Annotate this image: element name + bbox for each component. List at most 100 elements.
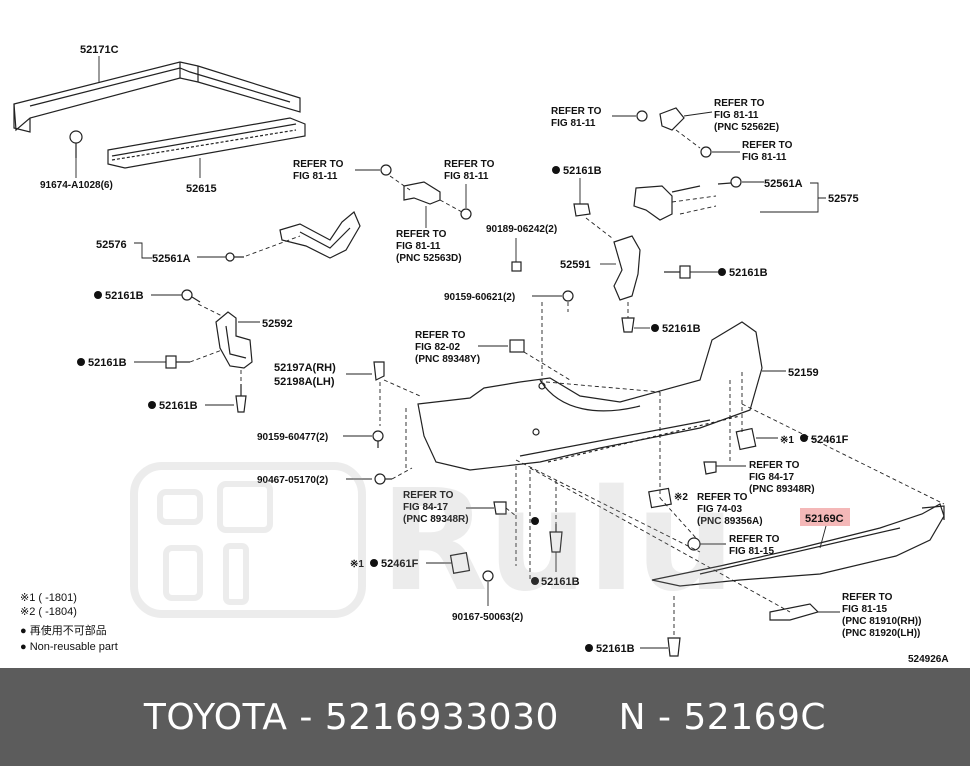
clip-ref-r5[interactable] bbox=[380, 164, 392, 176]
svg-text:FIG 81-11: FIG 81-11 bbox=[396, 241, 441, 252]
svg-text:(PNC 52563D): (PNC 52563D) bbox=[396, 253, 462, 264]
reflector[interactable] bbox=[769, 603, 820, 621]
clip-52161b-b2[interactable] bbox=[667, 637, 681, 657]
label-90467: 90467-05170(2) bbox=[257, 475, 328, 486]
nonreusable-dot bbox=[77, 358, 85, 366]
parts-diagram: 52171C 91674-A1028(6) 52615 52576 52561A… bbox=[13, 44, 949, 665]
clip-ref-r1[interactable] bbox=[636, 110, 648, 122]
clip-52161b-l3[interactable] bbox=[235, 384, 247, 413]
svg-text:(PNC 52562E): (PNC 52562E) bbox=[714, 122, 779, 133]
refer-block-r5: REFER TO FIG 81-11 bbox=[293, 159, 344, 182]
refer-block-r3: REFER TO FIG 81-11 bbox=[742, 140, 793, 163]
nonreusable-dot bbox=[531, 517, 539, 525]
bracket-52197a[interactable] bbox=[373, 361, 385, 381]
svg-text:REFER TO: REFER TO bbox=[396, 229, 447, 240]
bracket-ref-r2[interactable] bbox=[659, 107, 685, 131]
bolt-ref-r3[interactable] bbox=[700, 146, 712, 158]
refer-block-r6: REFER TO FIG 81-11 (PNC 52563D) bbox=[396, 229, 462, 264]
label-52561a-left: 52561A bbox=[152, 253, 191, 265]
retainer-52592[interactable] bbox=[215, 311, 253, 369]
refer-block-r7: REFER TO FIG 82-02 (PNC 89348Y) bbox=[415, 330, 480, 365]
cap-52461f-left[interactable] bbox=[449, 552, 471, 574]
svg-text:REFER TO: REFER TO bbox=[842, 592, 893, 603]
footer-bar: TOYOTA - 5216933030 N - 52169C bbox=[0, 668, 970, 766]
lower-cover-52169c[interactable] bbox=[651, 503, 945, 587]
clip-90467[interactable] bbox=[374, 473, 392, 485]
nonreusable-dot bbox=[651, 324, 659, 332]
refer-block-r9: REFER TO FIG 84-17 (PNC 89348R) bbox=[403, 490, 469, 525]
svg-text:FIG 84-17: FIG 84-17 bbox=[403, 502, 448, 513]
bracket-ref-r7[interactable] bbox=[509, 339, 525, 353]
bolt-52561a-left[interactable] bbox=[225, 252, 244, 262]
label-52161b-b1: 52161B bbox=[541, 576, 580, 588]
label-52161b-b2: 52161B bbox=[596, 643, 635, 655]
nonreusable-dot bbox=[552, 166, 560, 174]
label-52159: 52159 bbox=[788, 367, 819, 379]
svg-text:REFER TO: REFER TO bbox=[444, 159, 495, 170]
label-52161b-m2: 52161B bbox=[729, 267, 768, 279]
label-52198a: 52198A(LH) bbox=[274, 376, 335, 388]
nonreusable-dot bbox=[531, 577, 539, 585]
svg-text:FIG 81-15: FIG 81-15 bbox=[729, 546, 774, 557]
label-52161b-l1: 52161B bbox=[105, 290, 144, 302]
bolt-52561a-right[interactable] bbox=[717, 176, 742, 188]
cap-ref-r10[interactable] bbox=[648, 487, 672, 509]
svg-text:FIG 81-11: FIG 81-11 bbox=[444, 171, 489, 182]
clip-52161b-m3[interactable] bbox=[621, 317, 635, 333]
bracket-52575[interactable] bbox=[633, 185, 701, 221]
clip-52161b-m2[interactable] bbox=[664, 265, 691, 279]
reinforcement-52171c[interactable] bbox=[13, 61, 301, 133]
clip-ref-r9[interactable] bbox=[493, 501, 507, 515]
clip-ref-r11[interactable] bbox=[687, 537, 701, 551]
refer-block-r10: REFER TO FIG 74-03 (PNC 89356A) bbox=[697, 492, 763, 527]
mark1-right: ※1 bbox=[780, 435, 794, 446]
screw-90167[interactable] bbox=[482, 570, 494, 582]
label-52461f-left: 52461F bbox=[381, 558, 419, 570]
highlight-52169c bbox=[800, 508, 850, 526]
svg-text:FIG 81-11: FIG 81-11 bbox=[714, 110, 759, 121]
svg-text:FIG 84-17: FIG 84-17 bbox=[749, 472, 794, 483]
mark1-left: ※1 bbox=[350, 559, 364, 570]
svg-text:(PNC 89348Y): (PNC 89348Y) bbox=[415, 354, 480, 365]
svg-text:REFER TO: REFER TO bbox=[749, 460, 800, 471]
cap-52461f-right[interactable] bbox=[735, 427, 757, 451]
bolt-91674[interactable] bbox=[69, 130, 83, 158]
center-bracket[interactable] bbox=[403, 181, 441, 205]
label-90167: 90167-50063(2) bbox=[452, 612, 523, 623]
svg-text:FIG 74-03: FIG 74-03 bbox=[697, 504, 742, 515]
label-90189: 90189-06242(2) bbox=[486, 224, 557, 235]
svg-text:(PNC 89348R): (PNC 89348R) bbox=[749, 484, 815, 495]
nonreusable-dot bbox=[370, 559, 378, 567]
svg-text:REFER TO: REFER TO bbox=[415, 330, 466, 341]
retainer-52591[interactable] bbox=[613, 235, 641, 301]
svg-text:(PNC 89348R): (PNC 89348R) bbox=[403, 514, 469, 525]
bolt-ref-r4[interactable] bbox=[460, 208, 472, 220]
screw-90159-60477[interactable] bbox=[372, 430, 384, 448]
screw-90159-60621[interactable] bbox=[562, 290, 574, 302]
svg-text:REFER TO: REFER TO bbox=[697, 492, 748, 503]
clip-52161b-b1[interactable] bbox=[549, 524, 563, 553]
label-52615: 52615 bbox=[186, 183, 217, 195]
clip-52161b-l2[interactable] bbox=[165, 355, 190, 369]
label-52161b-l3: 52161B bbox=[159, 400, 198, 412]
refer-block-r12: REFER TO FIG 81-15 (PNC 81910(RH)) (PNC … bbox=[842, 592, 921, 639]
svg-text:REFER TO: REFER TO bbox=[714, 98, 765, 109]
side-bracket-52576[interactable] bbox=[279, 211, 361, 259]
nonreusable-dot bbox=[718, 268, 726, 276]
clip-52161b-m1[interactable] bbox=[573, 203, 591, 217]
label-52575: 52575 bbox=[828, 193, 859, 205]
clip-ref-r8[interactable] bbox=[703, 461, 717, 475]
label-52197a: 52197A(RH) bbox=[274, 362, 336, 374]
label-52592: 52592 bbox=[262, 318, 293, 330]
nonreusable-dot bbox=[800, 434, 808, 442]
svg-text:REFER TO: REFER TO bbox=[551, 106, 602, 117]
refer-block-r4: REFER TO FIG 81-11 bbox=[444, 159, 495, 182]
absorber-52615[interactable] bbox=[107, 117, 306, 169]
nut-90189[interactable] bbox=[511, 261, 522, 272]
bumper-cover-52159[interactable] bbox=[417, 321, 763, 471]
refer-block-r8: REFER TO FIG 84-17 (PNC 89348R) bbox=[749, 460, 815, 495]
svg-text:FIG 81-11: FIG 81-11 bbox=[293, 171, 338, 182]
label-52561a-right: 52561A bbox=[764, 178, 803, 190]
svg-text:(PNC 81920(LH)): (PNC 81920(LH)) bbox=[842, 628, 920, 639]
clip-52161b-l1[interactable] bbox=[181, 289, 201, 303]
